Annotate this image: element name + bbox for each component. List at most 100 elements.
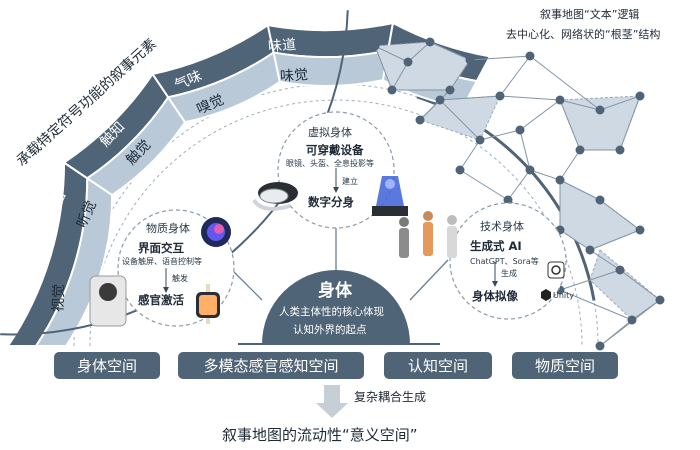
network-edge: [599, 95, 641, 111]
unity-logo-icon: [541, 289, 551, 301]
avatar-figures-icon: [399, 211, 457, 258]
network-edge: [599, 319, 633, 347]
network-node: [455, 165, 465, 175]
coupling-arrow-icon: [316, 385, 348, 418]
network-edge: [519, 99, 561, 131]
bottom-title: 叙事地图的流动性“意义空间”: [222, 426, 418, 444]
network-node: [387, 85, 397, 95]
dashed-arc: [89, 99, 583, 347]
network-edge: [391, 61, 409, 91]
space-multimodal: 多模态感官感知空间: [178, 352, 364, 379]
network-edge: [619, 95, 641, 151]
network-edge: [439, 95, 501, 101]
network-node: [627, 315, 637, 325]
network-node: [515, 125, 525, 135]
network-edge: [479, 129, 521, 141]
network-edge: [519, 129, 531, 171]
network-edge: [374, 45, 393, 91]
smartwatch-icon: [196, 284, 220, 324]
band-label-taste: 味道: [267, 37, 297, 55]
tech-arrow-label: 生成: [501, 269, 517, 278]
network-edge: [559, 99, 601, 111]
network-node: [595, 195, 605, 205]
network-node: [595, 105, 605, 115]
tech-ai: 生成式 AI: [470, 239, 522, 253]
center-line-1: 人类主体性的核心体现: [279, 306, 384, 318]
caption-arc-line: [0, 10, 349, 336]
space-material: 物质空间: [512, 352, 618, 379]
network-edge: [407, 41, 431, 63]
virtual-arrow-label: 建立: [342, 177, 358, 186]
network-node: [475, 135, 485, 145]
space-cognitive: 认知空间: [384, 352, 492, 379]
network-edge: [449, 59, 471, 91]
network-edge: [419, 99, 441, 121]
network-edge: [559, 269, 621, 291]
coupling-label: 复杂耦合生成: [354, 390, 427, 404]
network-node: [615, 145, 625, 155]
network-node: [425, 37, 435, 47]
network-edge: [529, 169, 561, 181]
network-cluster: [419, 95, 501, 141]
network-edge: [559, 149, 581, 181]
network-edge: [589, 229, 641, 251]
space-body: 身体空间: [54, 352, 160, 379]
physical-body-title: 物质身体: [146, 222, 190, 235]
network-node: [435, 95, 445, 105]
virtual-device: 可穿戴设备: [306, 143, 364, 157]
network-node: [615, 265, 625, 275]
network-cluster: [559, 95, 641, 151]
network-edge: [559, 99, 581, 151]
network-node: [555, 175, 565, 185]
network-node: [635, 91, 645, 101]
tech-body-circle: [449, 202, 567, 320]
network-edge: [469, 55, 531, 61]
chatgpt-logo-icon: [547, 261, 565, 279]
network-node: [635, 225, 645, 235]
tech-ai-examples: ChatGPT、Sora等: [470, 257, 539, 266]
band-label-gustation: 味觉: [279, 67, 309, 85]
network-node: [555, 95, 565, 105]
network-edge: [559, 289, 633, 321]
network-edge: [589, 249, 621, 271]
network-cluster: [589, 249, 661, 321]
network-edge: [499, 95, 561, 101]
network-edge: [529, 55, 601, 111]
network-edge: [374, 45, 409, 63]
note-rhizome-structure: 去中心化、网络状的“根茎”结构: [506, 28, 661, 41]
network-node: [495, 91, 505, 101]
hologram-icon: [372, 176, 408, 216]
network-node: [525, 51, 535, 61]
network-edge: [559, 179, 601, 201]
physical-interaction-examples: 设备触屏、语音控制等: [122, 257, 202, 266]
band-label-image: 图像: [18, 276, 34, 304]
physical-arrow-label: 触发: [172, 274, 188, 283]
physical-interaction: 界面交互: [138, 241, 184, 255]
network-node: [403, 57, 413, 67]
virtual-result: 数字分身: [308, 195, 354, 209]
center-line-2: 认知外界的起点: [293, 324, 367, 336]
network-node: [503, 195, 513, 205]
phone-icon: [89, 275, 127, 327]
network-node: [595, 341, 605, 351]
note-text-logic: 叙事地图“文本”逻辑: [540, 8, 640, 21]
network-edge: [599, 199, 641, 231]
network-node: [655, 295, 665, 305]
physical-result: 感官激活: [138, 293, 184, 307]
network-edge: [507, 169, 531, 201]
network-node: [575, 145, 585, 155]
network-node: [525, 165, 535, 175]
virtual-body-title: 虚拟身体: [308, 126, 352, 139]
network-cluster: [559, 179, 642, 251]
network-node: [415, 115, 425, 125]
network-edge: [459, 139, 481, 171]
network-node: [370, 41, 380, 51]
virtual-device-examples: 眼镜、头盔、全息投影等: [286, 159, 374, 168]
network-edge: [459, 169, 509, 201]
siri-orb-icon: [201, 217, 231, 247]
body-dome: [262, 270, 410, 344]
tech-body-title: 技术身体: [480, 220, 524, 233]
network-edge: [429, 41, 471, 61]
